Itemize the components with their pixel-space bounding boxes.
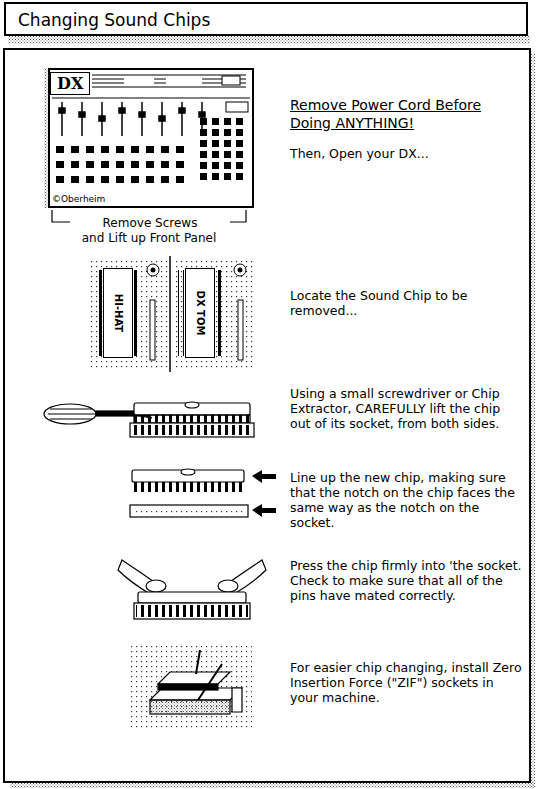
sound-chip: DX TOM [185, 268, 215, 358]
instruction: Line up the new chip, making sure that t… [290, 470, 522, 530]
model-logo: DX [50, 72, 90, 95]
warning: Remove Power Cord Before Doing ANYTHING! [290, 96, 522, 132]
instruction: Using a small screwdriver or Chip Extrac… [290, 386, 522, 431]
instruction: Then, Open your DX... [290, 146, 522, 161]
maker-credit: ©Oberheim [52, 194, 105, 204]
drum-machine-panel: DX ©Oberheim [48, 68, 254, 208]
title-bar: Changing Sound Chips [4, 2, 528, 36]
chip-label: HI-HAT [113, 294, 124, 332]
title: Changing Sound Chips [18, 10, 210, 30]
sound-chip: HI-HAT [103, 268, 133, 358]
instruction: Press the chip firmly into 'the socket. … [290, 558, 522, 603]
caption: Remove Screws [70, 215, 230, 231]
instruction: For easier chip changing, install Zero I… [290, 660, 522, 705]
instruction: Locate the Sound Chip to be removed... [290, 288, 522, 318]
chip-label: DX TOM [195, 291, 206, 336]
caption: and Lift up Front Panel [44, 230, 254, 246]
